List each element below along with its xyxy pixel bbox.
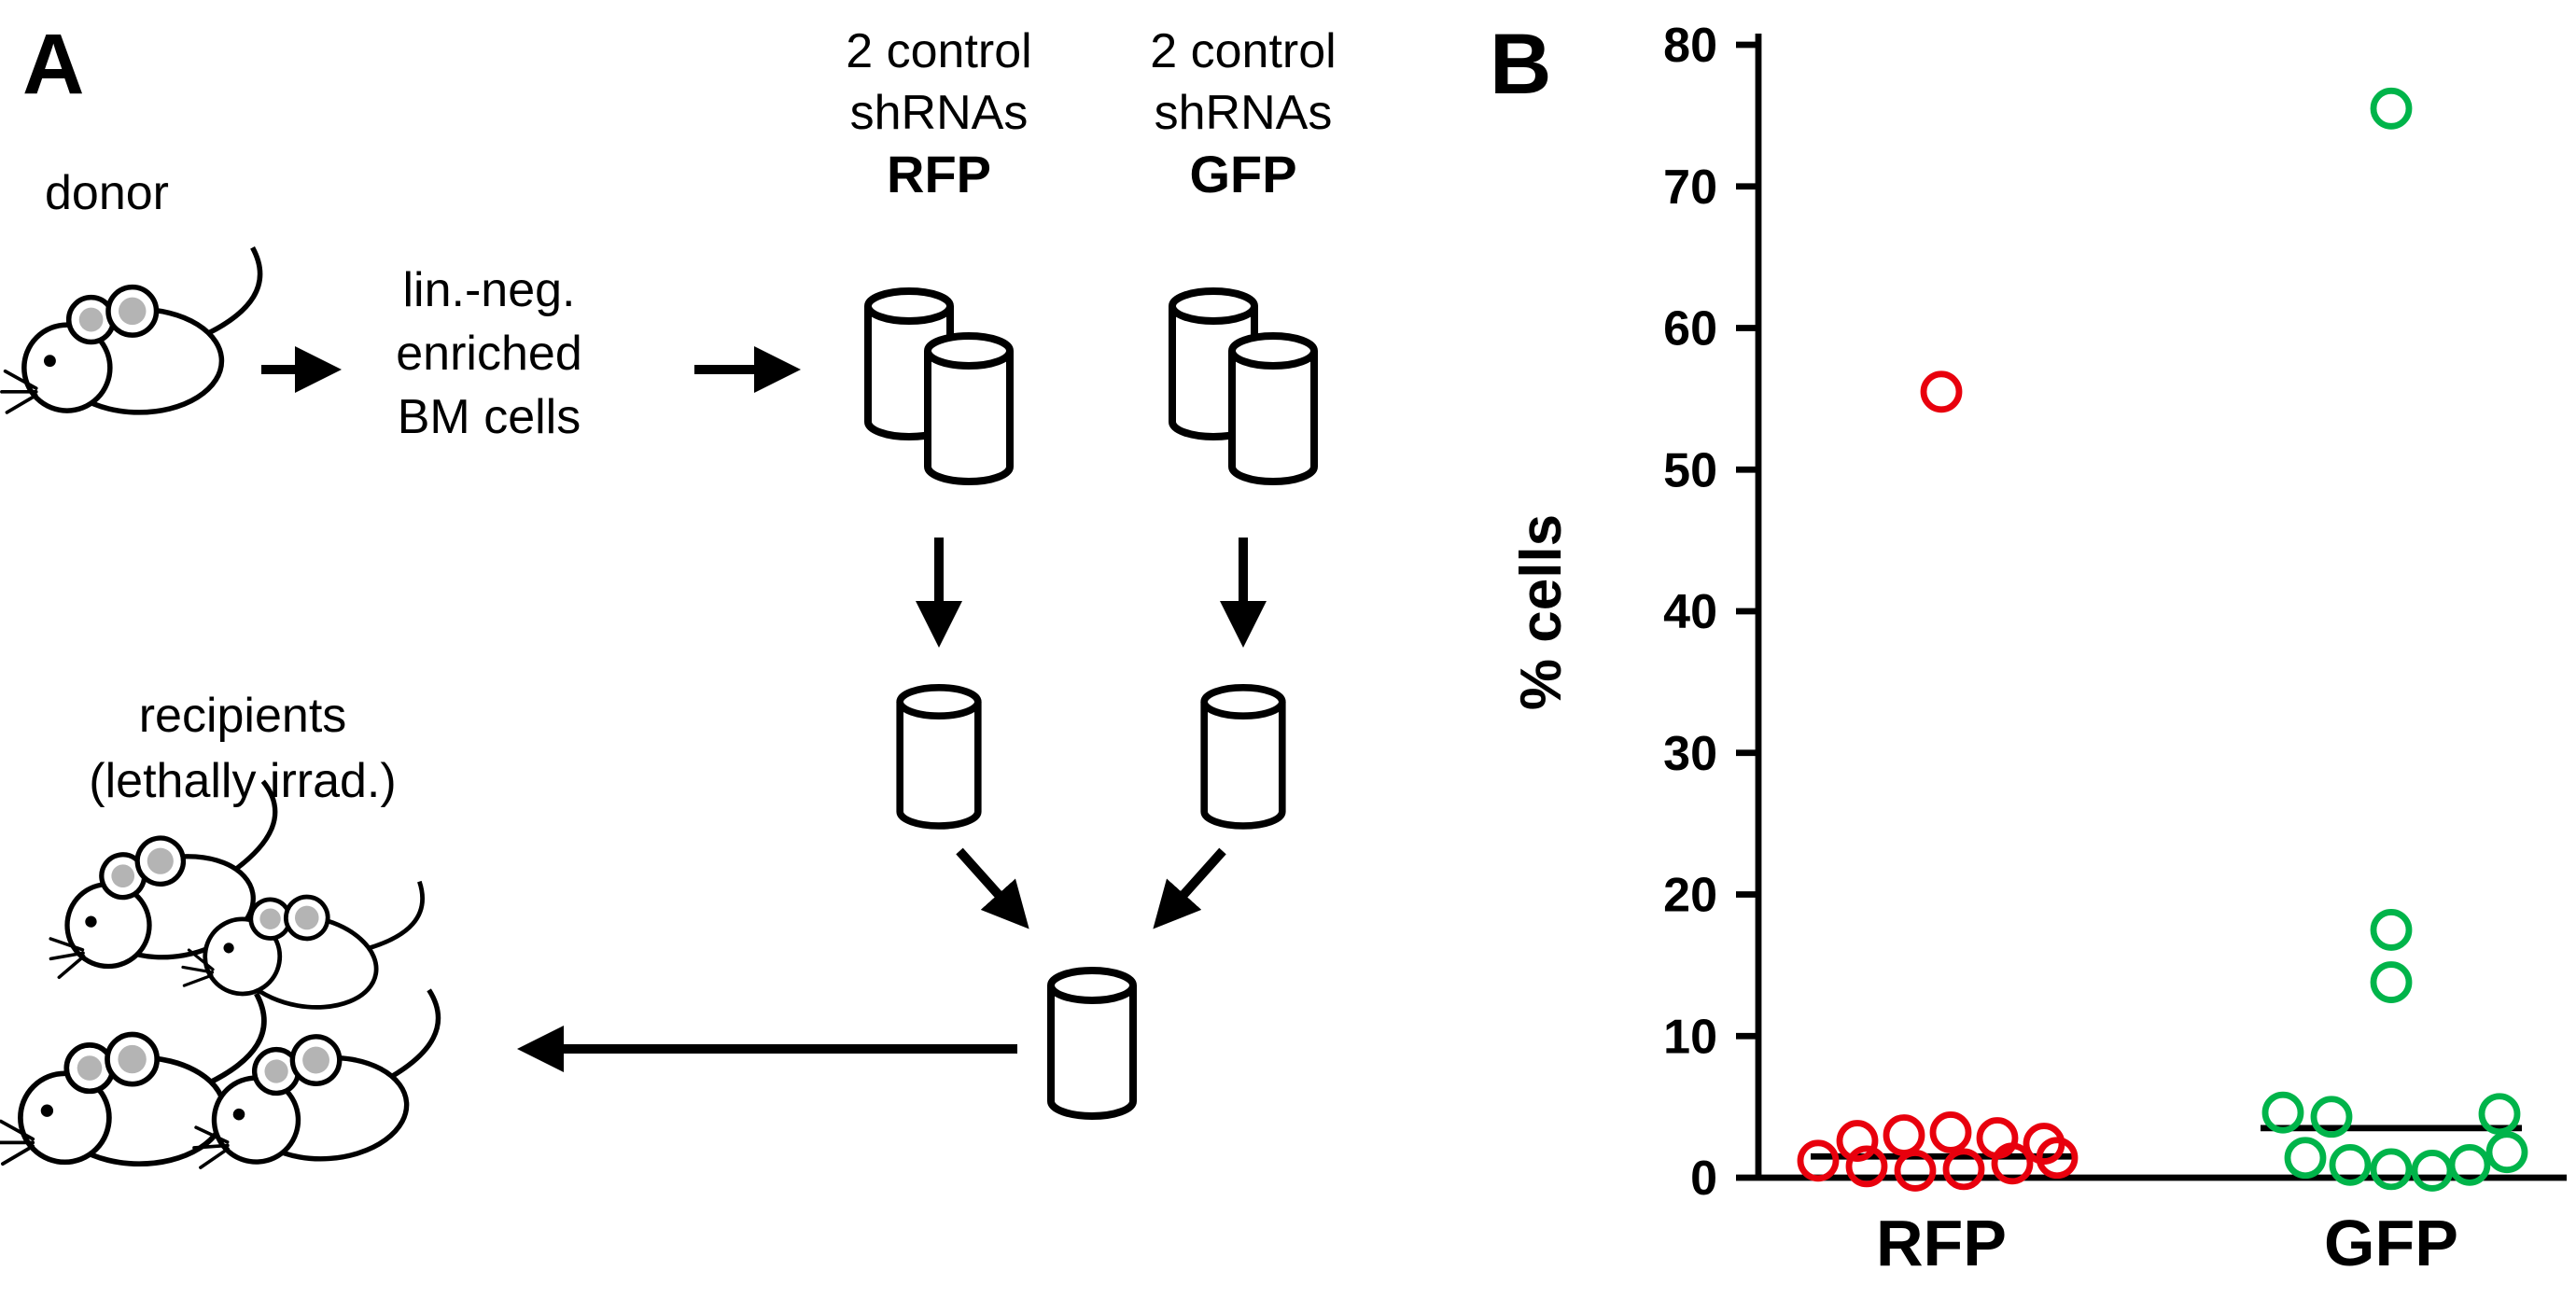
panel-a-label: A <box>22 17 84 112</box>
y-tick-label: 40 <box>1663 585 1717 639</box>
recipient-mouse-icon <box>184 989 447 1167</box>
y-tick-label: 30 <box>1663 727 1717 781</box>
data-point-rfp <box>1942 1148 1985 1191</box>
y-tick-label: 80 <box>1663 19 1717 73</box>
rfp-header-line-2: shRNAs <box>850 86 1029 140</box>
data-point-gfp <box>2261 1091 2304 1134</box>
gfp-header-line-1: 2 control <box>1150 24 1336 78</box>
recipient-mice <box>0 780 448 1168</box>
data-point-gfp <box>2411 1150 2454 1192</box>
y-tick-label: 50 <box>1663 443 1717 497</box>
gfp-pool-tube-icon <box>1204 688 1282 826</box>
data-point-gfp <box>2370 87 2413 130</box>
data-point-gfp <box>2329 1143 2372 1186</box>
y-tick-label: 0 <box>1690 1152 1717 1206</box>
data-point-rfp <box>1883 1114 1925 1156</box>
data-point-rfp <box>1920 370 1963 413</box>
data-point-gfp <box>2370 909 2413 951</box>
gfp-tag: GFP <box>1189 145 1296 203</box>
rfp-tube-front-icon <box>928 336 1010 482</box>
data-point-gfp <box>2370 1148 2413 1191</box>
data-point-rfp <box>2036 1137 2079 1180</box>
rfp-tag: RFP <box>887 145 991 203</box>
data-point-rfp <box>1845 1145 1888 1188</box>
data-point-gfp <box>2478 1093 2521 1136</box>
data-point-rfp <box>1836 1120 1879 1162</box>
data-point-gfp <box>2485 1131 2528 1174</box>
data-point-rfp <box>1894 1150 1937 1192</box>
data-point-gfp <box>2448 1143 2491 1186</box>
gfp-header: 2 control shRNAs GFP <box>1150 24 1336 203</box>
rfp-pool-tube-icon <box>900 688 978 826</box>
gfp-tube-front-icon <box>1232 336 1314 482</box>
x-label-gfp: GFP <box>2324 1207 2458 1279</box>
y-axis-title: % cells <box>1509 514 1574 710</box>
recipients-line-1: recipients <box>139 689 347 743</box>
lin-neg-line-2: enriched <box>396 327 581 381</box>
y-tick-label: 70 <box>1663 161 1717 215</box>
data-point-rfp <box>1929 1111 1972 1153</box>
data-point-rfp <box>1797 1139 1840 1182</box>
data-point-gfp <box>2284 1137 2327 1180</box>
y-tick-label: 20 <box>1663 869 1717 923</box>
data-point-gfp <box>2370 961 2413 1003</box>
y-tick-label: 60 <box>1663 302 1717 356</box>
plot-points <box>1797 87 2528 1192</box>
rfp-header-line-1: 2 control <box>846 24 1031 78</box>
x-label-rfp: RFP <box>1876 1207 2007 1279</box>
lin-neg-line-3: BM cells <box>398 390 581 444</box>
lin-neg-line-1: lin.-neg. <box>403 263 576 317</box>
panel-b: B % cells 0 10 20 30 40 50 60 70 80 RFP GFP <box>1490 17 2567 1279</box>
data-point-gfp <box>2310 1096 2353 1138</box>
panel-a: A donor lin.-neg. enriched BM cells 2 co… <box>0 17 1337 1168</box>
arrow-rfp-to-mix <box>956 847 1029 929</box>
mixed-tube-icon <box>1051 971 1133 1116</box>
data-point-rfp <box>1991 1142 2034 1185</box>
rfp-header: 2 control shRNAs RFP <box>846 24 1031 203</box>
y-tick-label: 10 <box>1663 1010 1717 1064</box>
donor-label: donor <box>45 166 169 220</box>
donor-mouse-icon <box>2 247 260 412</box>
y-ticks: 0 10 20 30 40 50 60 70 80 <box>1663 19 1758 1206</box>
panel-b-label: B <box>1490 17 1551 112</box>
recipients-line-2: (lethally irrad.) <box>89 754 396 808</box>
arrow-gfp-to-mix <box>1153 847 1226 929</box>
gfp-header-line-2: shRNAs <box>1155 86 1333 140</box>
